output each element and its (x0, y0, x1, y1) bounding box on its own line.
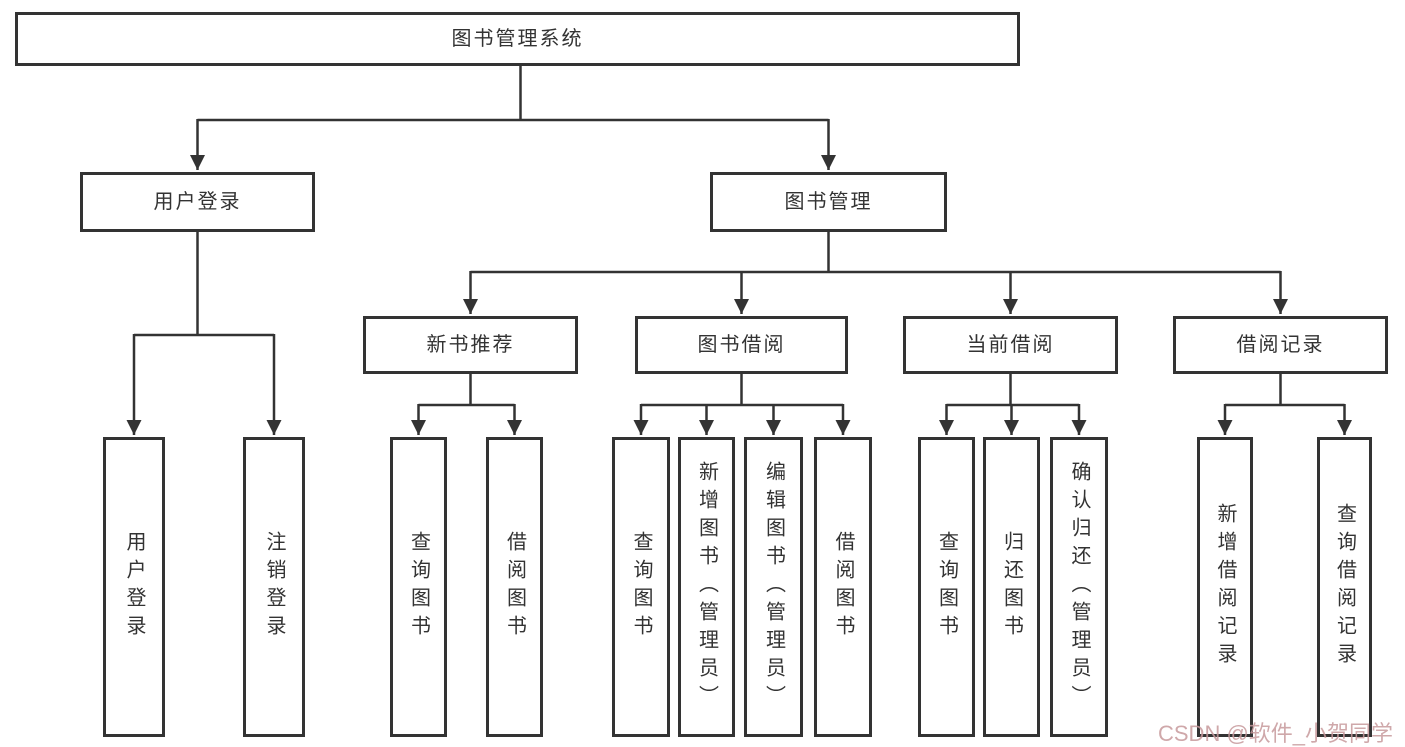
node-book-management: 图书管理 (710, 172, 947, 232)
leaf-add-borrow-record: 新增借阅记录 (1197, 437, 1253, 737)
edge-arrows (126, 119, 1352, 435)
leaf-query-books-recommend: 查询图书 (390, 437, 447, 737)
node-new-book-recommend: 新书推荐 (363, 316, 578, 374)
leaf-return-books: 归还图书 (983, 437, 1040, 737)
node-borrowing-records: 借阅记录 (1173, 316, 1388, 374)
leaf-borrow-books-recommend: 借阅图书 (486, 437, 543, 737)
leaf-borrow-books: 借阅图书 (814, 437, 872, 737)
node-user-login: 用户登录 (80, 172, 315, 232)
csdn-watermark: CSDN @软件_小贺同学 (1158, 721, 1394, 746)
leaf-edit-books-admin: 编辑图书（管理员） (744, 437, 803, 737)
node-book-borrowing: 图书借阅 (635, 316, 848, 374)
node-current-borrowing: 当前借阅 (903, 316, 1118, 374)
leaf-add-books-admin: 新增图书（管理员） (678, 437, 735, 737)
leaf-query-books-borrowing: 查询图书 (612, 437, 670, 737)
node-library-system: 图书管理系统 (15, 12, 1020, 66)
leaf-query-books-current: 查询图书 (918, 437, 975, 737)
leaf-logout: 注销登录 (243, 437, 305, 737)
leaf-user-login: 用户登录 (103, 437, 165, 737)
leaf-query-borrow-record: 查询借阅记录 (1317, 437, 1372, 737)
leaf-confirm-return-admin: 确认归还（管理员） (1050, 437, 1108, 737)
